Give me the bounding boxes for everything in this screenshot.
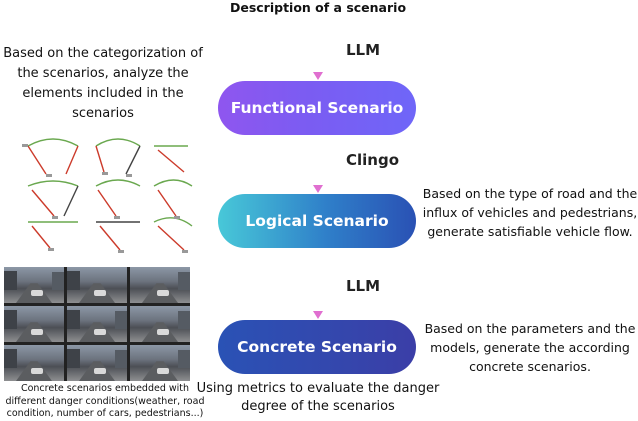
scenario-thumbnail bbox=[67, 345, 127, 381]
left-note: Based on the categorization of the scena… bbox=[3, 46, 203, 121]
logical-scenario-node: Logical Scenario bbox=[218, 194, 416, 248]
arrowhead-logical bbox=[313, 185, 323, 193]
arrow-label-llm-bottom: LLM bbox=[346, 277, 381, 295]
scenario-thumbnail bbox=[67, 306, 127, 342]
scenario-thumbnail bbox=[130, 267, 190, 303]
arrowhead-concrete bbox=[313, 311, 323, 319]
arrow-label-clingo: Clingo bbox=[346, 151, 400, 169]
evaluation-caption: Using metrics to evaluate the danger deg… bbox=[196, 381, 440, 414]
logical-note: Based on the type of road and the influx… bbox=[422, 186, 638, 239]
functional-scenario-node: Functional Scenario bbox=[218, 81, 416, 135]
concrete-note: Based on the parameters and the models, … bbox=[424, 321, 636, 374]
scenario-thumbnail bbox=[4, 306, 64, 342]
scenario-thumbnail bbox=[4, 345, 64, 381]
thumbnails-caption: Concrete scenarios embedded with differe… bbox=[5, 383, 205, 419]
scenario-thumbnail bbox=[130, 345, 190, 381]
concrete-scenario-node: Concrete Scenario bbox=[218, 320, 416, 374]
diagram-title: Description of a scenario bbox=[229, 0, 407, 15]
scenario-thumbnail bbox=[67, 267, 127, 303]
concrete-scenario-thumbnails bbox=[4, 267, 190, 381]
scenario-thumbnail bbox=[4, 267, 64, 303]
scenario-thumbnail bbox=[130, 306, 190, 342]
arrow-label-llm-top: LLM bbox=[346, 41, 381, 59]
arrowhead-functional bbox=[313, 72, 323, 80]
scenario-graphs-figure bbox=[22, 138, 193, 253]
